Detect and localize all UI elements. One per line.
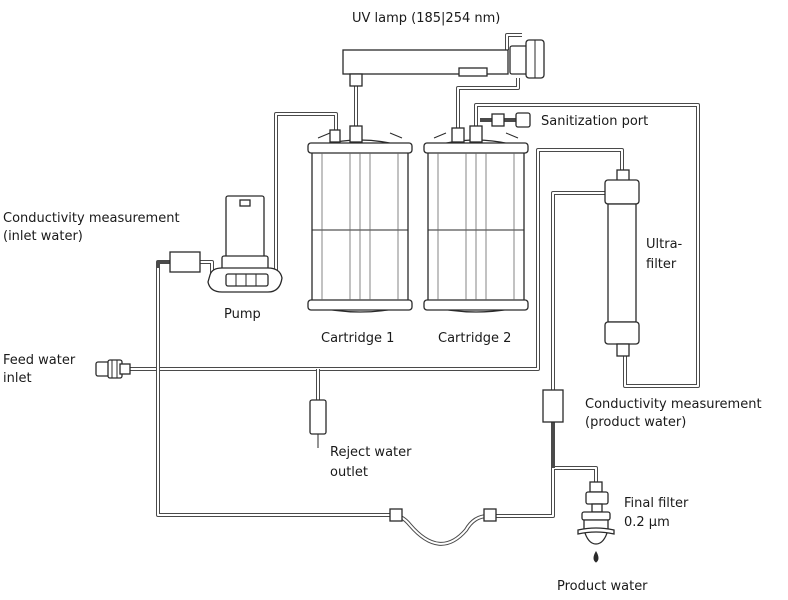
conductivity-cell-product (542, 389, 564, 423)
label-feed-water-line2: inlet (3, 371, 32, 386)
cartridge-2 (423, 125, 529, 313)
label-sanitization-port: Sanitization port (541, 114, 648, 129)
label-uv-lamp: UV lamp (185|254 nm) (352, 11, 500, 26)
label-reject-water-line2: outlet (330, 465, 368, 480)
cartridge-1 (307, 125, 413, 313)
sanitization-port (491, 112, 531, 128)
final-filter (577, 481, 615, 545)
label-ultrafilter-line2: filter (646, 257, 677, 272)
ultrafilter (604, 169, 640, 357)
reject-outlet-valve (309, 399, 327, 448)
labels: UV lamp (185|254 nm) Sanitization port C… (3, 11, 762, 594)
label-cartridge-1: Cartridge 1 (321, 331, 394, 346)
label-reject-water-line1: Reject water (330, 445, 412, 460)
pump (207, 195, 283, 293)
label-product-water: Product water (557, 579, 648, 594)
label-feed-water-line1: Feed water (3, 353, 76, 368)
conductivity-cell-inlet (169, 251, 201, 273)
label-conductivity-inlet-line2: (inlet water) (3, 229, 83, 244)
uv-lamp (342, 39, 545, 87)
label-final-filter-line1: Final filter (624, 496, 689, 511)
feed-inlet-connector (95, 359, 131, 379)
pipe-uf-to-cond (551, 191, 605, 390)
label-pump: Pump (224, 307, 261, 322)
loop-fittings (389, 508, 497, 522)
label-cartridge-2: Cartridge 2 (438, 331, 511, 346)
label-ultrafilter-line1: Ultra- (646, 237, 683, 252)
label-conductivity-product-line2: (product water) (585, 415, 686, 430)
product-water-drop-icon (593, 550, 599, 563)
pipe-inlet-to-pump (156, 260, 170, 268)
label-final-filter-line2: 0.2 µm (624, 515, 670, 530)
label-conductivity-inlet-line1: Conductivity measurement (3, 211, 180, 226)
label-conductivity-product-line1: Conductivity measurement (585, 397, 762, 412)
